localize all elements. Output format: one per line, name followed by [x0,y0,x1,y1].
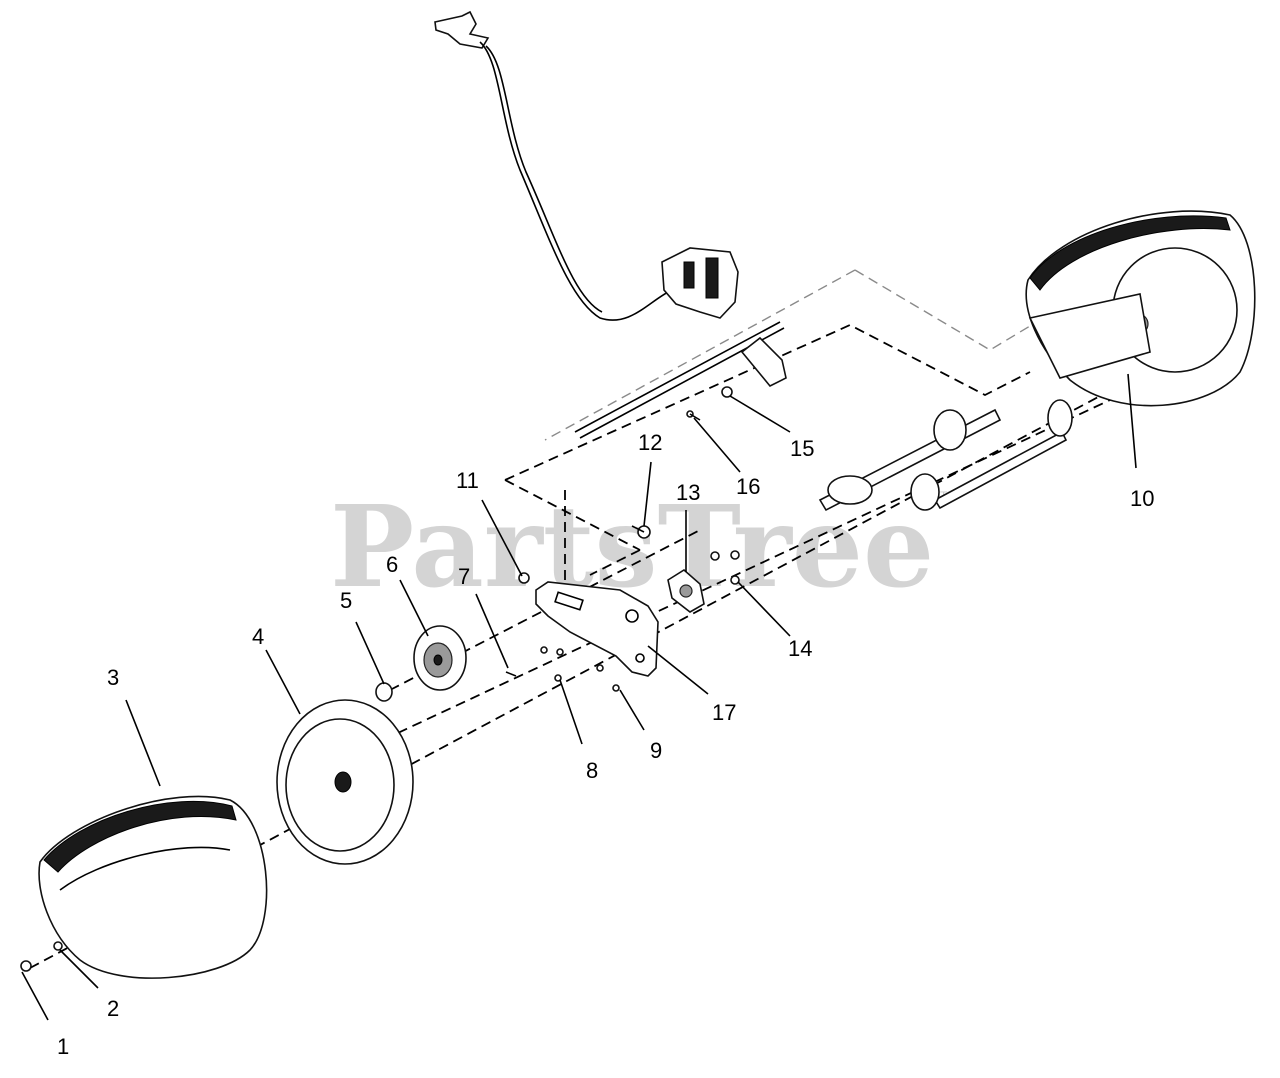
callout-4: 4 [252,624,264,649]
callout-9: 9 [650,738,662,763]
callout-2: 2 [107,996,119,1021]
right-track-assembly [1025,210,1256,407]
left-track [38,795,268,979]
callout-5: 5 [340,588,352,613]
callout-6: 6 [386,552,398,577]
explosion-lines [29,269,1131,969]
callout-14: 14 [788,636,812,661]
rod-assembly [574,321,787,439]
callout-11: 11 [456,468,479,493]
callout-8: 8 [586,758,598,783]
callout-7: 7 [458,564,470,589]
callout-labels: 1 2 3 4 5 6 7 8 9 10 11 12 13 14 15 16 1… [57,430,1154,1059]
hardware-items [20,386,740,972]
callout-15: 15 [790,436,814,461]
control-lever-cable [434,10,739,321]
wheel-sprocket [276,699,414,865]
nut-part-5 [375,682,393,702]
axle-shafts [818,399,1073,512]
callout-12: 12 [638,430,662,455]
pulley-part-6 [413,625,467,691]
pin-part-7 [505,671,517,677]
callout-16: 16 [736,474,760,499]
callout-17: 17 [712,700,736,725]
mounting-plate-part-17 [535,581,659,677]
callout-3: 3 [107,665,119,690]
leader-lines [21,373,1137,1021]
callout-1: 1 [57,1034,69,1059]
callout-10: 10 [1130,486,1154,511]
callout-13: 13 [676,480,700,505]
bearing-flange-part-13 [667,569,705,613]
